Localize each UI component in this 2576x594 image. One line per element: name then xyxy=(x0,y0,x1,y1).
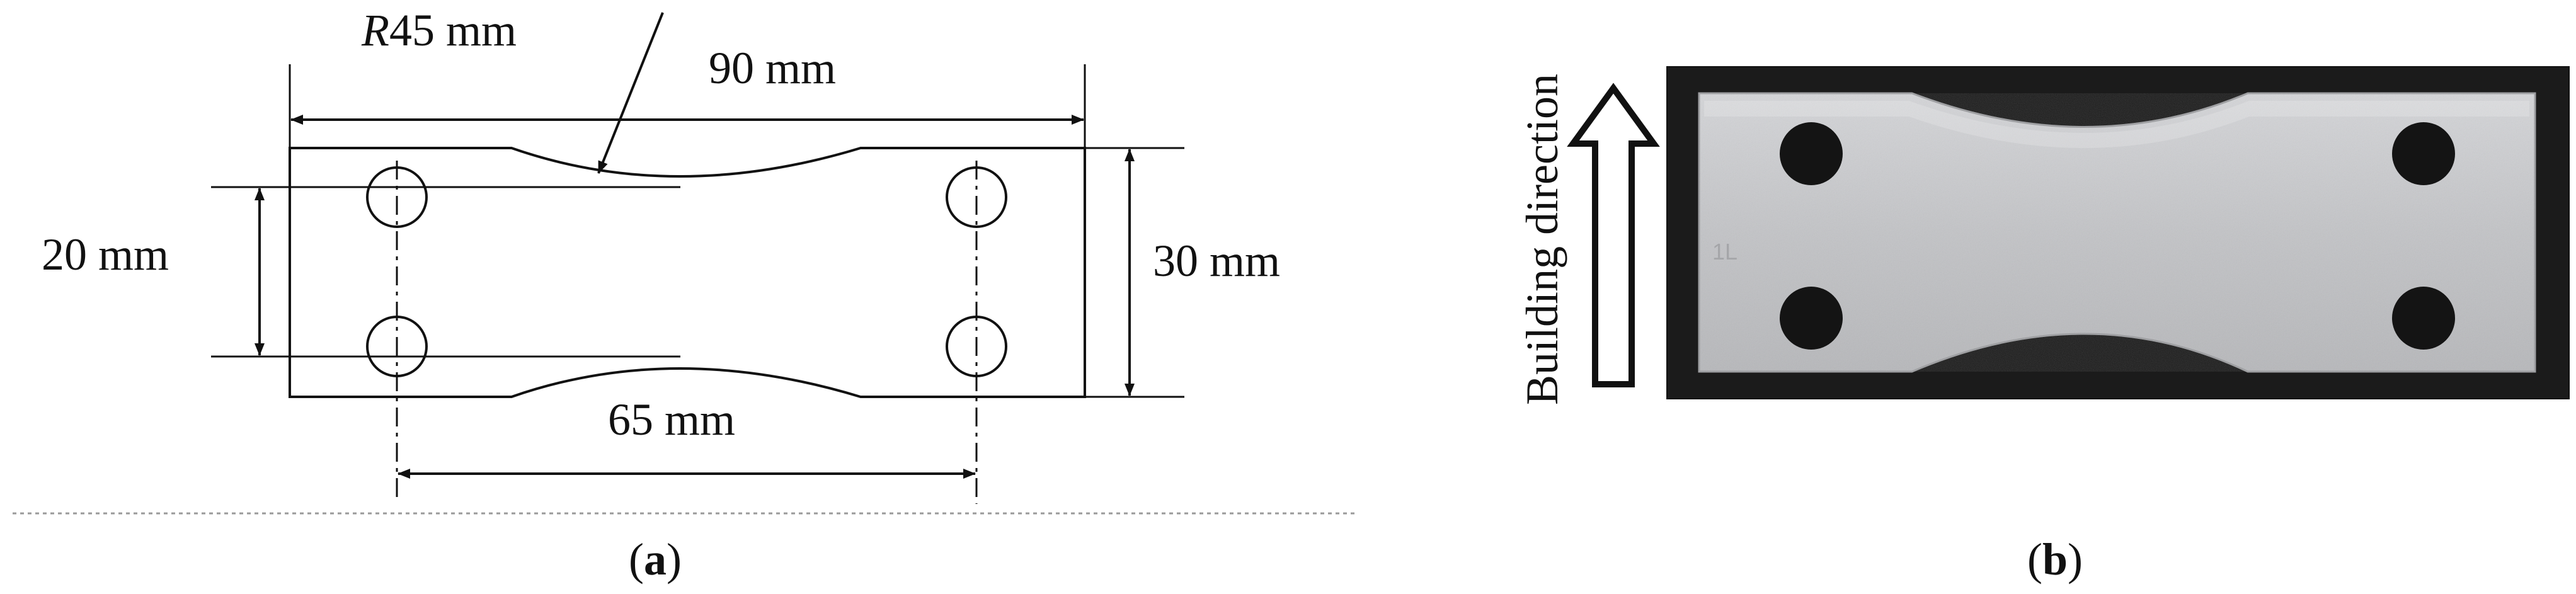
specimen-mark: 1L xyxy=(1712,239,1737,265)
caption-a-open: ( xyxy=(629,534,644,585)
radius-label: R45 mm xyxy=(361,5,517,55)
photo-hole-top-right xyxy=(2392,122,2455,185)
specimen-photo-grain xyxy=(1699,93,2535,372)
building-direction-arrow xyxy=(1567,83,1660,387)
building-direction-label: Building direction xyxy=(1517,74,1567,405)
hole-bottom-left xyxy=(366,316,428,377)
hole-top-left xyxy=(366,166,428,228)
caption-b-letter: b xyxy=(2042,534,2068,585)
caption-b-open: ( xyxy=(2027,534,2042,585)
panel-b: Building direction 1L (b) xyxy=(1517,66,2570,585)
overall-length-label: 90 mm xyxy=(709,43,836,93)
specimen-outline xyxy=(289,147,1086,398)
hole-bottom-right xyxy=(946,316,1007,377)
gauge-width-label: 20 mm xyxy=(42,229,169,280)
radius-label-prefix: R xyxy=(361,5,389,55)
photo-vignette xyxy=(1666,66,2570,399)
photo-hole-top-left xyxy=(1780,122,1843,185)
hole-spacing-label: 65 mm xyxy=(608,394,735,445)
specimen-highlight xyxy=(1704,101,2529,148)
caption-a: (a) xyxy=(629,534,682,585)
caption-a-letter: a xyxy=(644,534,667,585)
radius-leader-arrow xyxy=(597,12,664,174)
hole-top-right xyxy=(946,166,1007,228)
photo-hole-bottom-left xyxy=(1780,287,1843,350)
caption-b: (b) xyxy=(2027,534,2083,585)
radius-label-value: 45 mm xyxy=(389,5,517,55)
overall-width-label: 30 mm xyxy=(1153,236,1280,286)
panel-a: R45 mm 90 mm 20 mm 30 mm 65 mm (a) xyxy=(13,5,1354,585)
caption-a-close: ) xyxy=(667,534,682,585)
photo-hole-bottom-right xyxy=(2392,287,2455,350)
caption-b-close: ) xyxy=(2068,534,2083,585)
